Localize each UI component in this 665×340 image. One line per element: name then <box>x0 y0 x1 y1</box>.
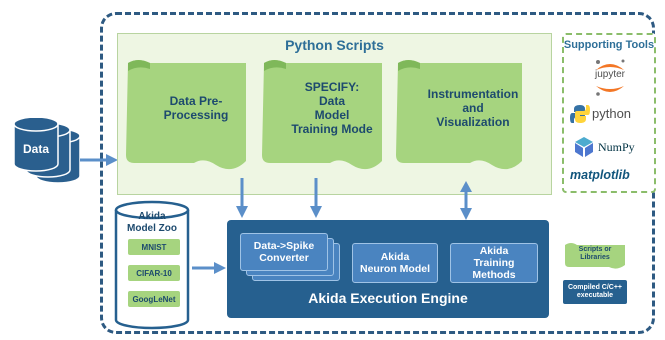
data-database-icon <box>13 118 81 184</box>
supporting-tools-title: Supporting Tools <box>563 39 655 51</box>
numpy-label: NumPy <box>598 140 635 154</box>
python-scripts-title: Python Scripts <box>285 37 384 53</box>
arrow-instrumentation-bidirectional <box>460 181 472 220</box>
legend-compiled-label: Compiled C/C++ executable <box>567 284 623 299</box>
legend-compiled-box: Compiled C/C++ executable <box>563 280 627 304</box>
training-methods-box: Akida Training Methods <box>450 243 538 283</box>
scroll-label-preprocessing: Data Pre- Processing <box>163 94 229 122</box>
legend-scripts-label: Scripts or Libraries <box>578 246 612 261</box>
scroll-shape-2 <box>262 60 382 170</box>
arrow-specify-down <box>310 178 322 218</box>
model-zoo-item-mnist: MNIST <box>128 239 180 255</box>
data-arrow <box>80 154 118 166</box>
scroll-shape-3 <box>396 60 522 170</box>
numpy-logo-icon <box>575 137 593 157</box>
neuron-model-box: Akida Neuron Model <box>352 243 438 283</box>
legend-scroll-icon <box>565 243 625 269</box>
model-zoo-arrow <box>192 262 226 274</box>
scroll-label-specify: SPECIFY: Data Model Training Mode <box>291 80 373 136</box>
jupyter-label: jupyter <box>594 69 625 80</box>
arrow-preprocessing-down <box>236 178 248 218</box>
execution-engine-title: Akida Execution Engine <box>308 290 468 306</box>
model-zoo-item-googlenet: GoogLeNet <box>128 291 180 307</box>
model-zoo-title: Akida Model Zoo <box>127 211 177 234</box>
model-zoo-item-cifar: CIFAR-10 <box>128 265 180 281</box>
scroll-label-instrumentation: Instrumentation and Visualization <box>427 87 519 129</box>
converter-box: Data->Spike Converter <box>240 233 328 271</box>
matplotlib-logo-label: matplotlib <box>570 168 630 182</box>
scroll-shape-1 <box>126 60 246 170</box>
python-logo-icon <box>570 105 590 123</box>
python-label: python <box>592 106 632 121</box>
jupyter-logo-icon <box>596 59 625 96</box>
data-label: Data <box>22 142 49 156</box>
